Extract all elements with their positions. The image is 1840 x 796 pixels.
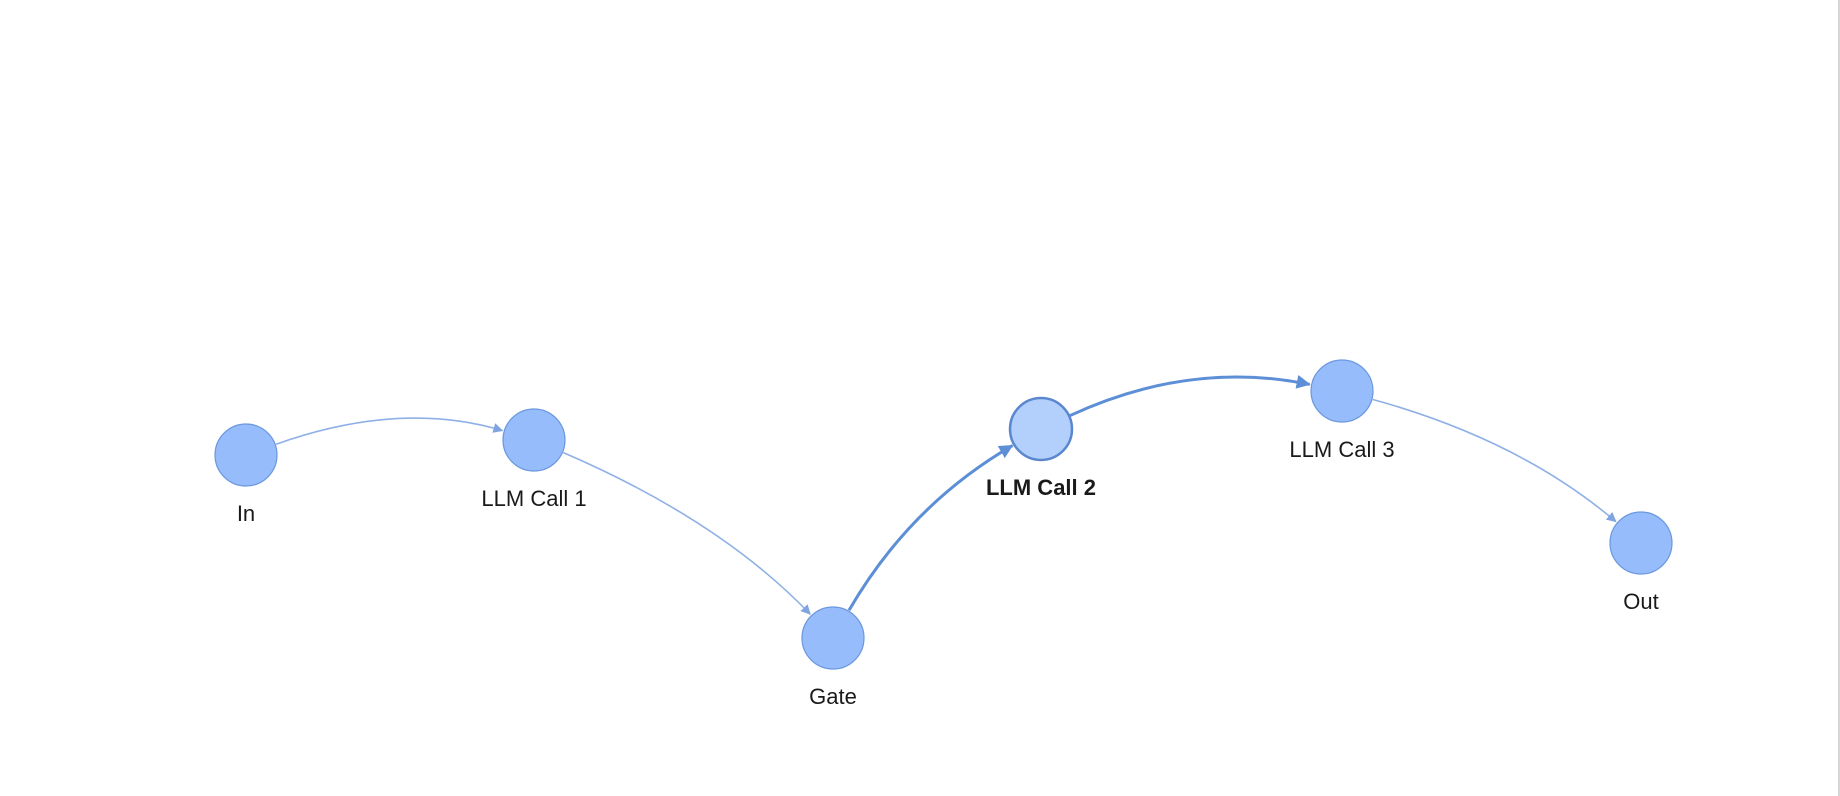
node-label: LLM Call 1: [481, 486, 586, 511]
node-label: LLM Call 2: [986, 475, 1096, 500]
edge-llm3-to-out[interactable]: [1372, 398, 1617, 523]
edges-layer: [275, 374, 1617, 615]
node-gate[interactable]: Gate: [801, 606, 865, 709]
node-circle[interactable]: [1609, 511, 1673, 575]
node-label: Gate: [809, 684, 857, 709]
edge-in-to-llm1[interactable]: [275, 417, 504, 445]
node-circle[interactable]: [801, 606, 865, 670]
edge-llm1-to-gate[interactable]: [563, 451, 811, 615]
node-circle[interactable]: [1008, 396, 1074, 462]
node-llm1[interactable]: LLM Call 1: [481, 408, 587, 511]
edge-llm2-to-llm3[interactable]: [1069, 374, 1311, 417]
node-circle[interactable]: [502, 408, 566, 472]
node-in[interactable]: In: [214, 423, 278, 526]
node-label: Out: [1623, 589, 1658, 614]
node-label: LLM Call 3: [1289, 437, 1394, 462]
node-circle[interactable]: [1310, 359, 1374, 423]
node-out[interactable]: Out: [1609, 511, 1673, 614]
edge-gate-to-llm2[interactable]: [847, 444, 1014, 612]
nodes-layer: In LLM Call 1 Gate LLM Call 2 LLM Call 3 Out: [214, 359, 1673, 709]
node-circle[interactable]: [214, 423, 278, 487]
node-label: In: [237, 501, 255, 526]
node-llm2[interactable]: LLM Call 2: [986, 396, 1096, 500]
node-llm3[interactable]: LLM Call 3: [1289, 359, 1395, 462]
canvas-right-border: [1838, 0, 1840, 796]
